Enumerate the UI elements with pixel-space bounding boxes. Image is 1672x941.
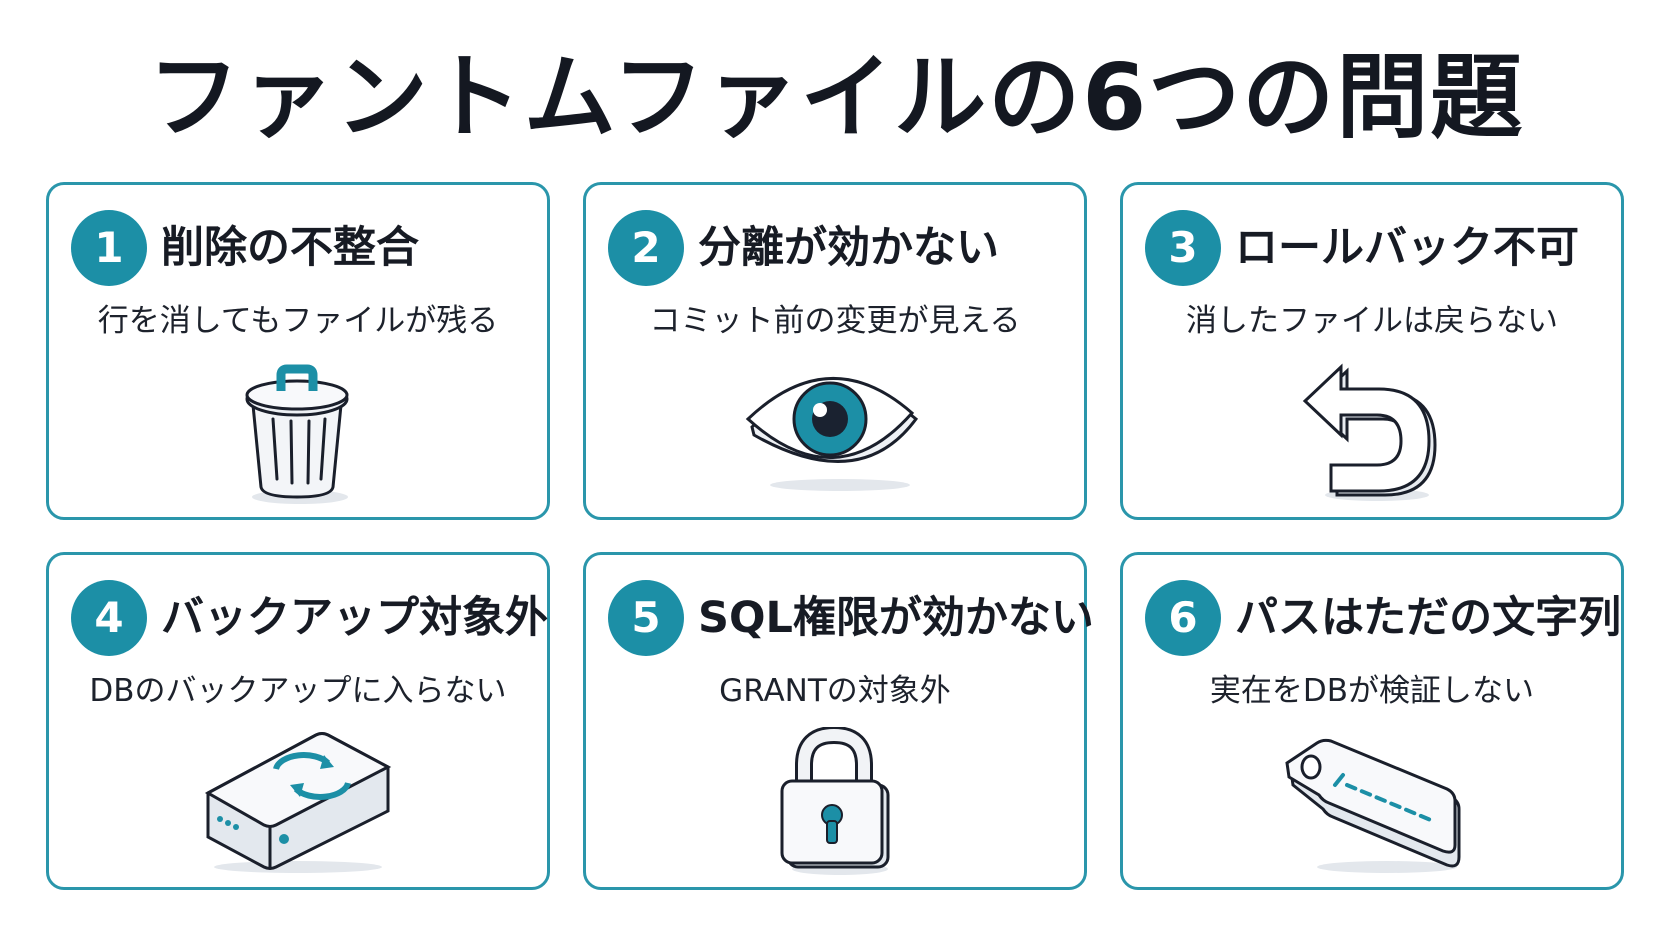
problem-card-3: 3 ロールバック不可 消したファイルは戻らない [1120,182,1624,520]
card-heading: バックアップ対象外 [161,593,548,643]
card-description: 行を消してもファイルが残る [97,303,499,339]
tag-icon [1285,738,1461,873]
undo-arrow-icon [1302,363,1437,501]
card-heading: ロールバック不可 [1235,223,1579,273]
backup-drive-icon [204,732,392,873]
card-heading: SQL権限が効かない [698,593,1094,643]
problem-card-6: 6 パスはただの文字列 実在をDBが検証しない [1120,552,1624,890]
number-badge: 1 [71,210,147,286]
number-badge: 4 [71,580,147,656]
problem-card-1: 1 削除の不整合 行を消してもファイルが残る [46,182,550,520]
page-title: ファントムファイルの6つの問題 [147,44,1525,151]
card-description: 消したファイルは戻らない [1186,303,1558,339]
card-heading: 分離が効かない [698,223,999,273]
card-description: コミット前の変更が見える [649,303,1021,339]
card-description: DBのバックアップに入らない [89,673,507,709]
problem-card-5: 5 SQL権限が効かない GRANTの対象外 [583,552,1094,890]
card-description: GRANTの対象外 [719,673,951,709]
number-badge: 2 [608,210,684,286]
card-heading: 削除の不整合 [161,223,419,273]
padlock-icon [780,727,890,875]
eye-icon [745,376,919,491]
number-badge: 5 [608,580,684,656]
card-description: 実在をDBが検証しない [1209,673,1535,709]
trash-can-icon [245,364,349,504]
number-badge: 3 [1145,210,1221,286]
number-badge: 6 [1145,580,1221,656]
card-heading: パスはただの文字列 [1235,593,1622,643]
problem-card-4: 4 バックアップ対象外 DBのバックアップに入らない [46,552,550,890]
problem-card-2: 2 分離が効かない コミット前の変更が見える [583,182,1087,520]
